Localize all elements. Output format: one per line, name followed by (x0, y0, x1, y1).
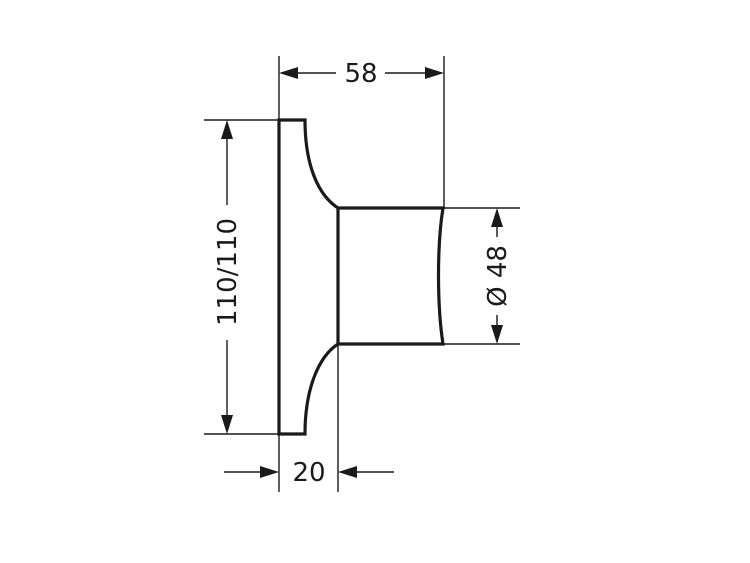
arrowhead-height-top (221, 120, 233, 139)
arrowhead-diam-bottom (491, 325, 503, 344)
dimension-diameter: Ø 48 (483, 208, 513, 344)
arrowhead-diam-top (491, 208, 503, 227)
part-outline (277, 118, 445, 436)
extension-lines (204, 56, 520, 492)
arrowhead-depth-right (425, 67, 444, 79)
dim-label-plate-depth: 20 (292, 458, 325, 488)
handle-body (338, 206, 445, 346)
wall-plate (277, 118, 340, 436)
dimension-plate-depth: 20 (224, 458, 394, 488)
arrowhead-depth-left (279, 67, 298, 79)
dimension-depth: 58 (279, 59, 444, 89)
dim-label-depth: 58 (344, 59, 377, 89)
arrowhead-plate-left (260, 466, 279, 478)
arrowhead-plate-right (338, 466, 357, 478)
dim-label-height: 110/110 (213, 218, 243, 326)
dimension-height: 110/110 (213, 120, 243, 434)
dim-label-diameter: Ø 48 (483, 245, 513, 307)
arrowhead-height-bottom (221, 415, 233, 434)
